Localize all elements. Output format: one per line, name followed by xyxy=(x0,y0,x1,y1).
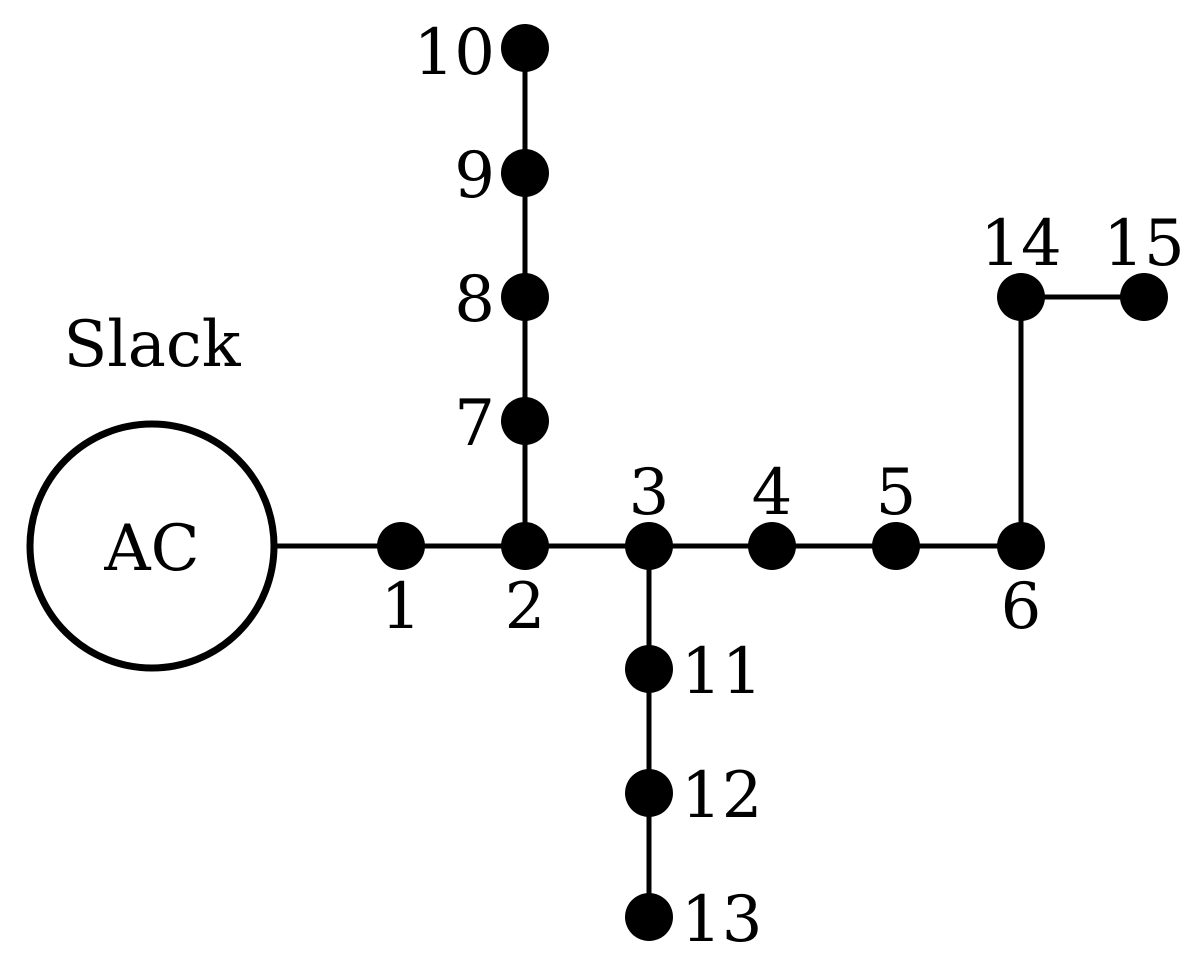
bus-label-15: 15 xyxy=(1103,207,1184,281)
bus-node-7 xyxy=(501,397,549,445)
bus-label-6: 6 xyxy=(1001,570,1042,644)
bus-node-6 xyxy=(997,522,1045,570)
bus-node-10 xyxy=(501,24,549,72)
bus-label-12: 12 xyxy=(681,759,762,833)
bus-node-15 xyxy=(1120,273,1168,321)
bus-node-8 xyxy=(501,273,549,321)
ac-source-circle xyxy=(26,420,278,672)
bus-node-1 xyxy=(377,522,425,570)
bus-node-9 xyxy=(501,149,549,197)
bus-node-11 xyxy=(625,645,673,693)
bus-node-5 xyxy=(872,522,920,570)
bus-node-3 xyxy=(625,522,673,570)
bus-label-14: 14 xyxy=(980,207,1061,281)
ac-source-label: AC xyxy=(103,512,199,586)
bus-node-12 xyxy=(625,769,673,817)
bus-node-14 xyxy=(997,273,1045,321)
slack-label: Slack xyxy=(63,308,241,382)
bus-node-4 xyxy=(748,522,796,570)
bus-label-7: 7 xyxy=(454,387,495,461)
bus-label-8: 8 xyxy=(454,263,495,337)
bus-label-13: 13 xyxy=(681,883,762,957)
bus-label-1: 1 xyxy=(381,570,422,644)
slack-source: AC Slack xyxy=(26,308,278,672)
bus-label-5: 5 xyxy=(876,456,917,530)
bus-label-11: 11 xyxy=(681,635,762,709)
bus-nodes xyxy=(377,24,1168,941)
bus-node-2 xyxy=(501,522,549,570)
bus-label-10: 10 xyxy=(414,16,495,90)
bus-label-9: 9 xyxy=(454,139,495,213)
bus-label-4: 4 xyxy=(752,456,793,530)
bus-label-2: 2 xyxy=(505,570,546,644)
bus-label-3: 3 xyxy=(629,456,670,530)
bus-node-13 xyxy=(625,893,673,941)
